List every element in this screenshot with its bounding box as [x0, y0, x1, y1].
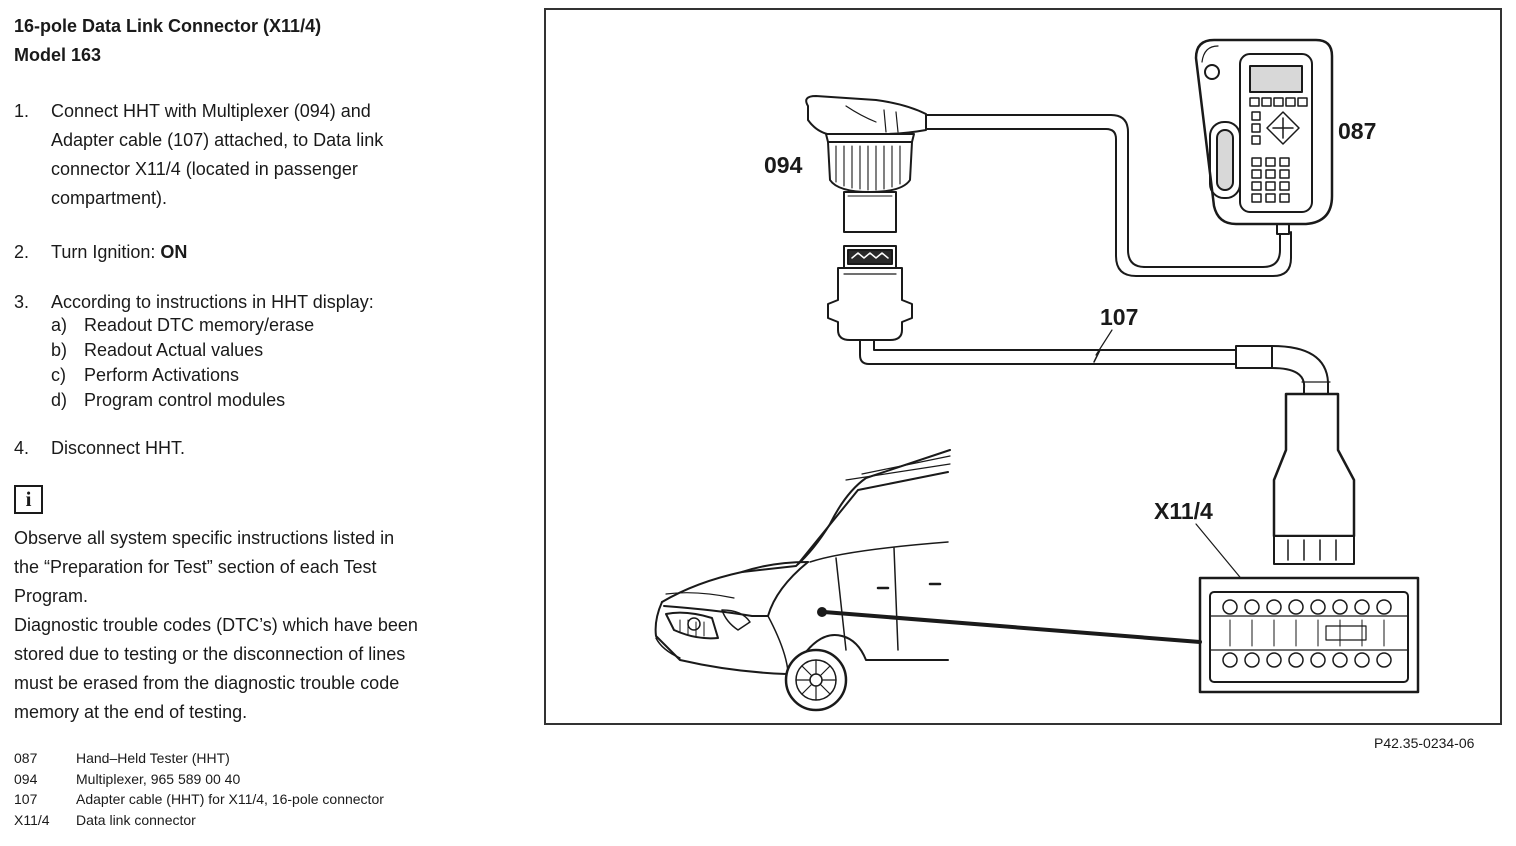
label-multiplexer: 094 — [764, 152, 803, 178]
diagram-drawing — [654, 38, 1420, 712]
legend-code: X11/4 — [14, 811, 50, 828]
step-number: 2. — [14, 242, 30, 262]
vehicle-illustration — [654, 449, 951, 712]
legend-desc: Adapter cable (HHT) for X11/4, 16-pole c… — [76, 791, 384, 807]
note-line: memory at the end of testing. — [14, 702, 248, 722]
sub-step-text: Readout DTC memory/erase — [84, 315, 315, 335]
hht-device — [1194, 38, 1334, 226]
step-text: Turn Ignition: — [51, 242, 161, 262]
note-line: Observe all system specific instructions… — [14, 528, 395, 548]
step-text-line: compartment). — [51, 188, 168, 208]
sub-step-letter: c) — [51, 365, 66, 385]
legend-code: 094 — [14, 770, 38, 787]
notes: Observe all system specific instructions… — [14, 524, 514, 727]
step-text: According to instructions in HHT display… — [51, 292, 374, 312]
note-line: Diagnostic trouble codes (DTC’s) which h… — [14, 615, 418, 635]
title-line-2: Model 163 — [14, 45, 102, 65]
adapter-plug — [827, 245, 913, 341]
info-icon: i — [14, 485, 43, 514]
note-line: the “Preparation for Test” section of ea… — [14, 557, 377, 577]
note-preparation: Observe all system specific instructions… — [14, 524, 514, 611]
note-line: Program. — [14, 586, 89, 606]
sub-step-text: Program control modules — [84, 390, 286, 410]
note-dtc: Diagnostic trouble codes (DTC’s) which h… — [14, 611, 514, 727]
sub-step-text: Perform Activations — [84, 365, 240, 385]
legend: 087 Hand–Held Tester (HHT) 094 Multiplexer… — [14, 748, 514, 830]
figure-reference: P42.35-0234-06 — [1374, 735, 1475, 751]
legend-desc: Hand–Held Tester (HHT) — [76, 750, 230, 766]
sub-step-letter: a) — [51, 315, 68, 335]
ignition-state: ON — [160, 242, 188, 262]
sub-step-text: Readout Actual values — [84, 340, 264, 360]
step-text: Disconnect HHT. — [51, 438, 186, 458]
title-line-1: 16-pole Data Link Connector (X11/4) — [14, 16, 322, 36]
steps-list: 1. Connect HHT with Multiplexer (094) an… — [14, 97, 514, 463]
legend-row: 107 Adapter cable (HHT) for X11/4, 16-pol… — [14, 789, 514, 810]
legend-desc: Multiplexer, 965 589 00 40 — [76, 770, 241, 787]
step-number: 4. — [14, 438, 30, 458]
step-4: 4. Disconnect HHT. — [14, 434, 514, 463]
step-2: 2. Turn Ignition: ON — [14, 238, 514, 267]
sub-step-c: c) Perform Activations — [51, 363, 514, 388]
multiplexer-device — [805, 95, 927, 233]
legend-code: 107 — [14, 791, 38, 807]
step-text-line: Adapter cable (107) attached, to Data li… — [51, 130, 384, 150]
label-adapter-cable: 107 — [1100, 304, 1139, 330]
sub-step-d: d) Program control modules — [51, 388, 514, 413]
instructions-panel: 16-pole Data Link Connector (X11/4) Mode… — [14, 12, 514, 830]
step-1: 1. Connect HHT with Multiplexer (094) an… — [14, 97, 514, 213]
step-3: 3. According to instructions in HHT disp… — [14, 288, 514, 413]
adapter-cable — [859, 329, 1356, 565]
sub-step-letter: b) — [51, 340, 68, 360]
sub-step-letter: d) — [51, 390, 68, 410]
connection-diagram: 087 094 107 X11/4 — [544, 8, 1502, 725]
step-number: 1. — [14, 101, 30, 121]
data-link-connector — [1195, 523, 1420, 694]
page-title: 16-pole Data Link Connector (X11/4) Mode… — [14, 12, 514, 70]
sub-steps-list: a) Readout DTC memory/erase b) Readout Act… — [51, 313, 514, 413]
legend-code: 087 — [14, 750, 38, 766]
legend-row: X11/4 Data link connector — [14, 810, 514, 831]
location-pointer — [822, 610, 1202, 644]
step-text-line: connector X11/4 (located in passenger — [51, 159, 358, 179]
step-number: 3. — [14, 292, 30, 312]
step-text-line: Connect HHT with Multiplexer (094) and — [51, 101, 371, 121]
legend-row: 094 Multiplexer, 965 589 00 40 — [14, 769, 514, 790]
connector-pins-bottom — [1222, 652, 1392, 668]
label-data-link-connector: X11/4 — [1154, 498, 1213, 524]
connector-pins-top — [1222, 599, 1392, 615]
note-line: must be erased from the diagnostic troub… — [14, 673, 400, 693]
label-hht: 087 — [1338, 118, 1377, 144]
legend-row: 087 Hand–Held Tester (HHT) — [14, 748, 514, 769]
note-line: stored due to testing or the disconnecti… — [14, 644, 406, 664]
legend-desc: Data link connector — [76, 811, 196, 828]
sub-step-b: b) Readout Actual values — [51, 338, 514, 363]
sub-step-a: a) Readout DTC memory/erase — [51, 313, 514, 338]
